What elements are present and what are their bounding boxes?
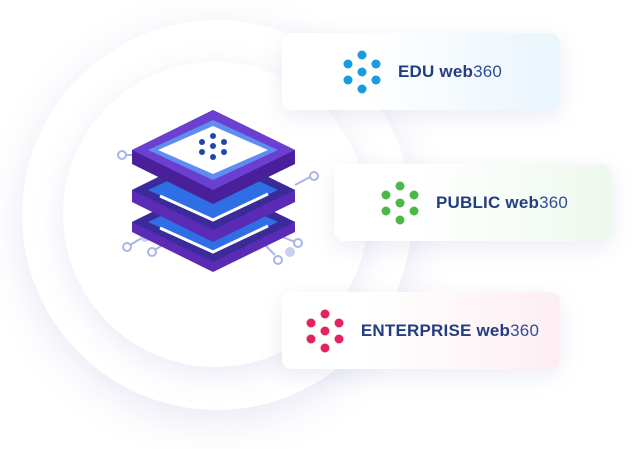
product-name: ENTERPRISE web360	[360, 320, 540, 340]
product-name: PUBLIC web360	[435, 192, 569, 212]
dots-logo-icon	[306, 309, 344, 352]
product-card-enterprise[interactable]: ENTERPRISE web360	[282, 292, 560, 369]
server-stack-icon	[117, 110, 319, 272]
product-name: EDU web360	[397, 61, 503, 81]
product-card-edu[interactable]: EDU web360	[282, 33, 560, 110]
dots-logo-icon	[343, 50, 381, 93]
product-card-public[interactable]: PUBLIC web360	[334, 164, 612, 241]
dots-logo-icon	[381, 181, 419, 224]
